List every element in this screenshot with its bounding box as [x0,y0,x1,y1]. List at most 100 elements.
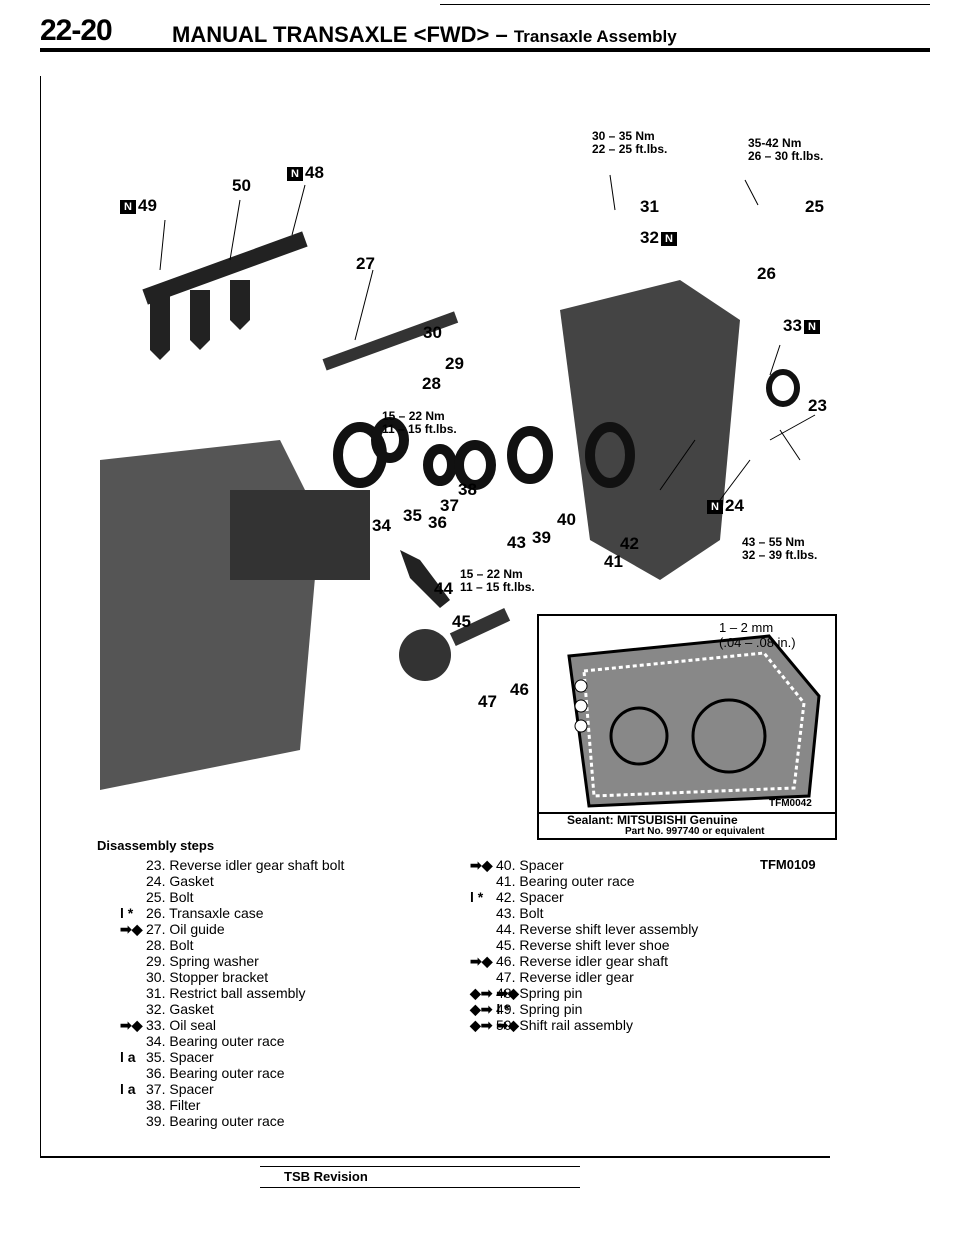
step-text: 27. Oil guide [146,921,225,937]
step-mark: ➡◆ [470,953,493,969]
torque-ftlbs: 32 – 39 ft.lbs. [742,548,818,562]
step-item: l *26. Transaxle case [120,905,460,921]
callout-31: 31 [640,197,659,216]
callout-number: 33 [783,316,802,335]
step-item: 24. Gasket [120,873,460,889]
callout-47: 47 [478,692,497,711]
torque-spec-23: 43 – 55 Nm 32 – 39 ft.lbs. [742,536,817,562]
step-text: 48. Spring pin [496,985,583,1001]
step-text: 30. Stopper bracket [146,969,269,985]
step-item: ◆➡ l *49. Spring pin [470,1001,800,1017]
callout-42: 42 [620,534,639,553]
n-mark-icon: N [660,231,677,246]
oil-guide-illustration [322,311,459,371]
step-text: 47. Reverse idler gear [496,969,634,985]
step-item: 41. Bearing outer race [470,873,800,889]
inset-figure-id: TFM0042 [769,798,812,809]
callout-34: 34 [372,516,391,535]
step-mark: ➡◆ [470,857,493,873]
step-item: 29. Spring washer [120,953,460,969]
callout-50: 50 [232,176,251,195]
step-text: 44. Reverse shift lever assembly [496,921,699,937]
step-mark: l a [120,1081,136,1097]
torque-spec-44: 15 – 22 Nm 11 – 15 ft.lbs. [460,568,535,594]
torque-ftlbs: 22 – 25 ft.lbs. [592,142,668,156]
steps-heading: Disassembly steps [97,838,215,853]
step-item: ◆➡ ➡◆50. Shift rail assembly [470,1017,800,1033]
step-text: 50. Shift rail assembly [496,1017,633,1033]
transaxle-case-illustration [560,280,740,580]
step-mark: l a [120,1049,136,1065]
callout-41: 41 [604,552,623,571]
torque-ftlbs: 26 – 30 ft.lbs. [748,149,824,163]
reverse-idler-shaft-illustration [449,607,511,647]
step-item: 32. Gasket [120,1001,460,1017]
callout-36: 36 [428,513,447,532]
step-text: 45. Reverse shift lever shoe [496,937,670,953]
step-mark: ◆➡ ➡◆ [470,985,519,1001]
sealant-line-2: Part No. 997740 or equivalent [625,826,765,837]
callout-28: 28 [422,374,441,393]
callout-number: 48 [305,163,324,182]
step-text: 29. Spring washer [146,953,259,969]
step-item: 47. Reverse idler gear [470,969,800,985]
oil-seal-illustration [766,369,800,407]
torque-nm: 15 – 22 Nm [382,409,445,423]
sealant-inset: 1 – 2 mm (.04 – .08 in.) TFM0042 [537,614,837,836]
callout-43: 43 [507,533,526,552]
bead-width-note: 1 – 2 mm (.04 – .08 in.) [719,620,796,650]
callout-37: 37 [440,496,459,515]
callout-27: 27 [356,254,375,273]
callout-number: 24 [725,496,744,515]
step-item: 34. Bearing outer race [120,1033,460,1049]
callout-40: 40 [557,510,576,529]
callout-38: 38 [458,480,477,499]
step-item: 23. Reverse idler gear shaft bolt [120,857,460,873]
step-text: 34. Bearing outer race [146,1033,285,1049]
step-text: 28. Bolt [146,937,194,953]
step-text: 40. Spacer [496,857,564,873]
torque-nm: 30 – 35 Nm [592,129,655,143]
gear-train-illustration [230,490,370,580]
step-text: 41. Bearing outer race [496,873,635,889]
callout-number: 32 [640,228,659,247]
step-item: ◆➡ ➡◆48. Spring pin [470,985,800,1001]
torque-nm: 15 – 22 Nm [460,567,523,581]
n-mark-icon: N [120,199,136,214]
step-text: 39. Bearing outer race [146,1113,285,1129]
callout-46: 46 [510,680,529,699]
reverse-idler-gear-illustration [399,629,451,681]
callout-25: 25 [805,197,824,216]
step-item: 25. Bolt [120,889,460,905]
section-title: MANUAL TRANSAXLE <FWD> – [172,22,514,47]
section-subtitle: Transaxle Assembly [513,27,677,46]
sealant-note: Sealant: MITSUBISHI Genuine Part No. 997… [537,812,837,840]
footer-rule [40,1156,830,1158]
tsb-label: TSB Revision [284,1169,368,1184]
step-text: 42. Spacer [496,889,564,905]
bearing-races-illustration [333,417,635,490]
callout-number: 49 [138,196,157,215]
bead-mm: 1 – 2 mm [719,620,774,635]
leader-lines [159,174,816,501]
step-text: 33. Oil seal [146,1017,217,1033]
step-text: 35. Spacer [146,1049,214,1065]
step-text: 32. Gasket [146,1001,214,1017]
step-item: 36. Bearing outer race [120,1065,460,1081]
callout-23: 23 [808,396,827,415]
page-title: MANUAL TRANSAXLE <FWD> – Transaxle Assem… [172,22,677,48]
torque-spec-25: 35-42 Nm 26 – 30 ft.lbs. [748,137,823,163]
step-text: 46. Reverse idler gear shaft [496,953,668,969]
step-text: 43. Bolt [496,905,544,921]
step-text: 24. Gasket [146,873,214,889]
step-mark: ➡◆ [120,1017,143,1033]
n-mark-icon: N [803,319,820,334]
step-text: 37. Spacer [146,1081,214,1097]
torque-nm: 35-42 Nm [748,136,802,150]
step-text: 31. Restrict ball assembly [146,985,306,1001]
torque-spec-28: 15 – 22 Nm 11 – 15 ft.lbs. [382,410,457,436]
